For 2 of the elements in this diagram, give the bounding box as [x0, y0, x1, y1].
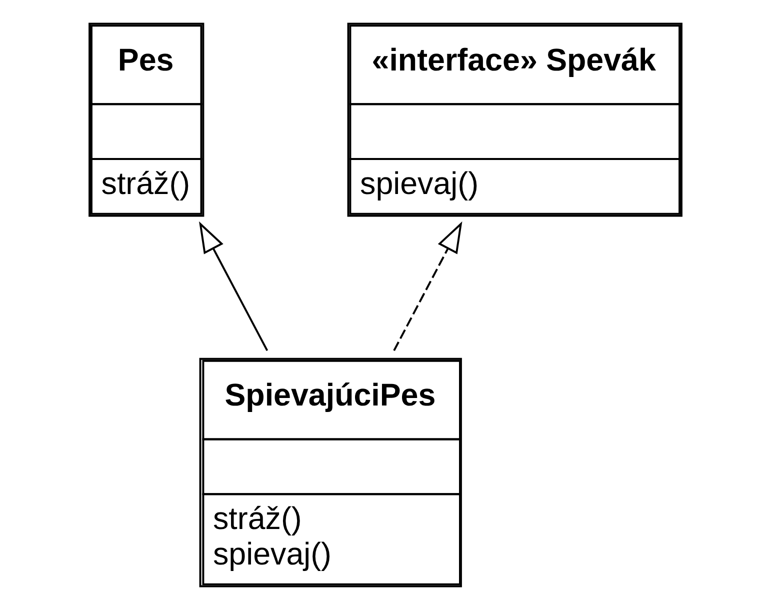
arrow — [393, 221, 462, 352]
arrow — [199, 221, 268, 352]
